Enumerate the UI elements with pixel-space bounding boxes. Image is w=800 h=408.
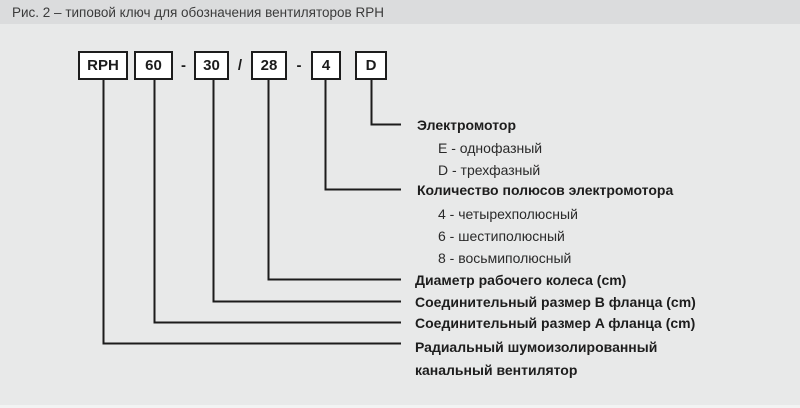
figure-title: Рис. 2 – типовой ключ для обозначения ве… bbox=[12, 5, 384, 20]
legend-motor-option-d: D - трехфазный bbox=[438, 162, 541, 178]
connector-fan bbox=[102, 80, 401, 345]
legend-fan-heading-line1: Радиальный шумоизолированный bbox=[415, 339, 658, 355]
legend-poles-option-6: 6 - шестиполюсный bbox=[438, 228, 565, 244]
title-band bbox=[0, 0, 800, 24]
legend-poles-option-4: 4 - четырехполюсный bbox=[438, 206, 578, 222]
code-box-motor: D bbox=[355, 51, 387, 80]
connector-poles bbox=[324, 80, 401, 191]
legend-fan-heading: Радиальный шумоизолированный канальный в… bbox=[415, 336, 657, 382]
connector-flange-a bbox=[153, 80, 401, 324]
code-separator-dash-2: - bbox=[296, 57, 302, 74]
bottom-edge-strip bbox=[0, 405, 800, 408]
code-box-flange-a: 60 bbox=[134, 51, 173, 80]
legend-motor-heading: Электромотор bbox=[417, 117, 517, 133]
code-box-model: RPH bbox=[78, 51, 128, 80]
connector-flange-b bbox=[212, 80, 401, 303]
code-box-wheel: 28 bbox=[251, 51, 287, 80]
legend-motor-option-e: E - однофазный bbox=[438, 140, 543, 156]
legend-flange-a-heading: Соединительный размер A фланца (cm) bbox=[415, 315, 696, 331]
code-box-flange-b: 30 bbox=[194, 51, 229, 80]
code-box-poles: 4 bbox=[311, 51, 341, 80]
code-separator-slash: / bbox=[237, 57, 243, 74]
connector-wheel bbox=[267, 80, 401, 281]
code-separator-dash-1: - bbox=[181, 57, 186, 74]
connector-motor bbox=[370, 80, 401, 126]
legend-fan-heading-line2: канальный вентилятор bbox=[415, 362, 578, 378]
legend-wheel-heading: Диаметр рабочего колеса (cm) bbox=[415, 272, 627, 288]
legend-poles-heading: Количество полюсов электромотора bbox=[417, 182, 674, 198]
legend-poles-option-8: 8 - восьмиполюсный bbox=[438, 250, 572, 266]
legend-flange-b-heading: Соединительный размер B фланца (cm) bbox=[415, 294, 696, 310]
